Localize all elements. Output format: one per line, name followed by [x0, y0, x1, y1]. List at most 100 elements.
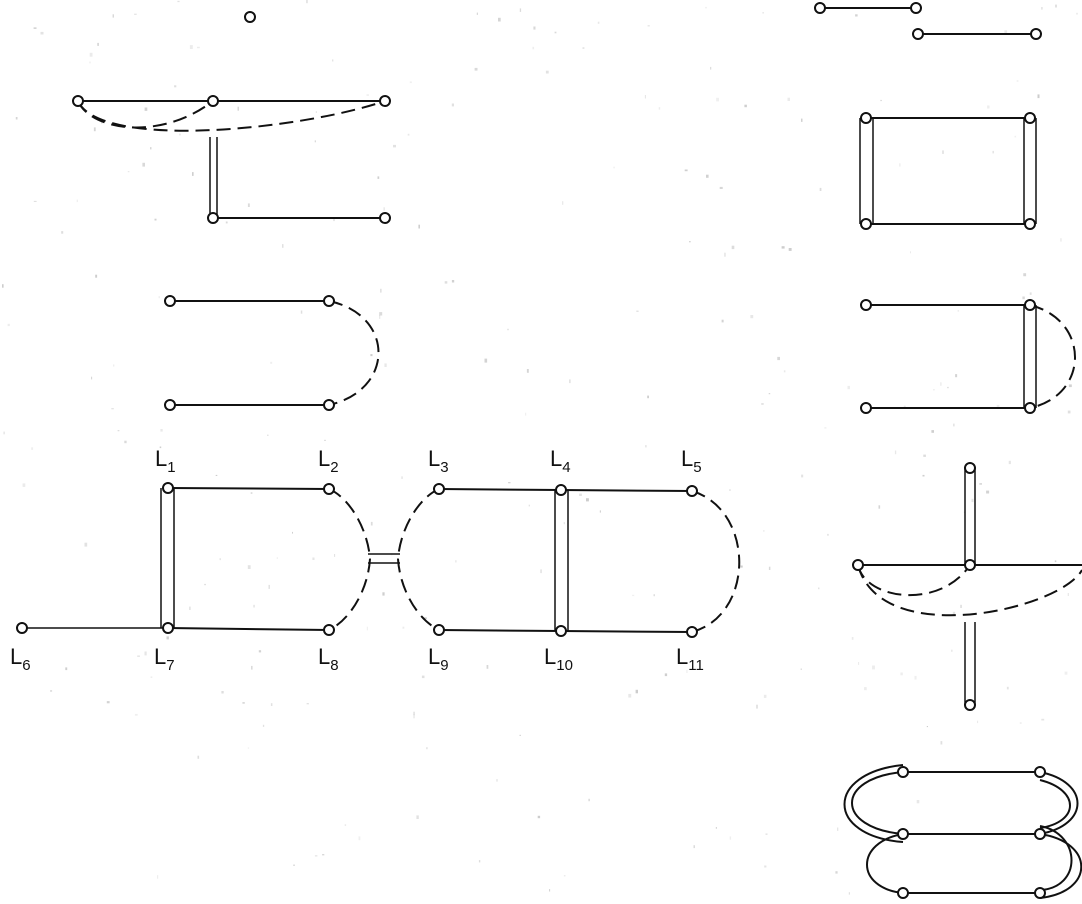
paper-speck — [270, 361, 273, 364]
paper-speck — [15, 117, 18, 120]
paper-speck — [508, 482, 511, 484]
paper-speck — [1004, 30, 1008, 35]
paper-speck — [940, 741, 943, 745]
node — [244, 11, 256, 23]
paper-speck — [705, 6, 707, 9]
paper-speck — [768, 566, 771, 570]
node-L2 — [323, 483, 335, 495]
paper-speck — [986, 490, 990, 494]
paper-speck — [379, 312, 383, 316]
paper-speck — [322, 854, 325, 856]
paper-speck — [382, 592, 385, 596]
double-arc — [851, 771, 904, 835]
paper-speck — [525, 412, 527, 416]
paper-speck — [270, 703, 273, 706]
paper-speck — [781, 246, 785, 249]
edge-L4-L5 — [560, 489, 693, 492]
paper-speck — [545, 70, 549, 74]
paper-speck — [250, 492, 253, 494]
paper-speck — [787, 97, 790, 101]
paper-speck — [444, 281, 448, 284]
paper-speck — [599, 510, 601, 513]
paper-speck — [333, 218, 335, 222]
paper-speck — [276, 557, 278, 559]
paper-speck — [710, 66, 712, 70]
double-rung — [209, 137, 218, 218]
paper-speck — [507, 328, 509, 331]
paper-speck — [157, 875, 159, 879]
paper-speck — [926, 726, 928, 728]
paper-speck — [166, 636, 169, 640]
node-L3 — [433, 483, 445, 495]
label-L5: L5 — [681, 446, 702, 476]
paper-speck — [880, 99, 882, 102]
paper-speck — [402, 626, 405, 629]
paper-speck — [40, 31, 44, 35]
paper-speck — [344, 824, 347, 826]
paper-speck — [526, 369, 529, 373]
paper-speck — [221, 691, 224, 694]
paper-speck — [1067, 410, 1071, 414]
paper-speck — [314, 855, 318, 857]
paper-speck — [127, 171, 130, 173]
label-L1: L1 — [155, 446, 176, 476]
paper-speck — [1016, 80, 1019, 82]
node — [852, 559, 864, 571]
paper-speck — [332, 59, 334, 62]
paper-speck — [393, 144, 396, 148]
node — [964, 559, 976, 571]
double-rectangle-diagram — [859, 112, 1037, 230]
node — [910, 2, 922, 14]
paper-speck — [383, 207, 385, 211]
paper-speck — [628, 693, 632, 698]
paper-speck — [951, 649, 953, 652]
node — [1024, 218, 1036, 230]
paper-speck — [258, 650, 262, 653]
paper-speck — [237, 106, 239, 111]
paper-speck — [632, 594, 635, 597]
paper-speck — [225, 221, 228, 224]
paper-speck — [851, 637, 854, 640]
paper-speck — [586, 498, 589, 502]
cross-diagram — [852, 462, 1082, 711]
paper-speck — [377, 176, 380, 179]
paper-speck — [22, 483, 26, 487]
paper-speck — [827, 533, 829, 536]
paper-speck — [957, 310, 960, 312]
node-L7 — [162, 622, 174, 634]
paper-speck — [197, 46, 200, 49]
paper-speck — [247, 747, 250, 749]
paper-speck — [61, 231, 64, 234]
paper-speck — [50, 690, 53, 692]
node — [379, 95, 391, 107]
paper-speck — [689, 241, 691, 243]
paper-speck — [179, 133, 181, 136]
double-rung — [859, 118, 874, 224]
paper-speck — [366, 626, 368, 631]
paper-speck — [922, 474, 925, 477]
paper-speck — [93, 127, 96, 132]
paper-speck — [644, 95, 646, 99]
node-L8 — [323, 624, 335, 636]
paper-speck — [95, 274, 98, 278]
branch-diagram — [72, 95, 391, 224]
node — [1034, 828, 1046, 840]
paper-speck — [306, 703, 309, 705]
paper-speck — [933, 389, 935, 391]
paper-speck — [334, 554, 336, 557]
paper-speck — [247, 203, 250, 207]
paper-speck — [142, 162, 145, 167]
paper-speck — [282, 244, 284, 248]
paper-speck — [192, 172, 194, 176]
paper-speck — [540, 569, 542, 574]
label-L10: L10 — [544, 644, 573, 674]
paper-speck — [215, 474, 218, 476]
node-L10 — [555, 625, 567, 637]
node — [379, 212, 391, 224]
node — [860, 112, 872, 124]
paper-speck — [247, 565, 251, 569]
paper-speck — [923, 454, 926, 457]
paper-speck — [940, 382, 942, 386]
paper-speck — [947, 386, 949, 389]
paper-speck — [106, 701, 110, 704]
